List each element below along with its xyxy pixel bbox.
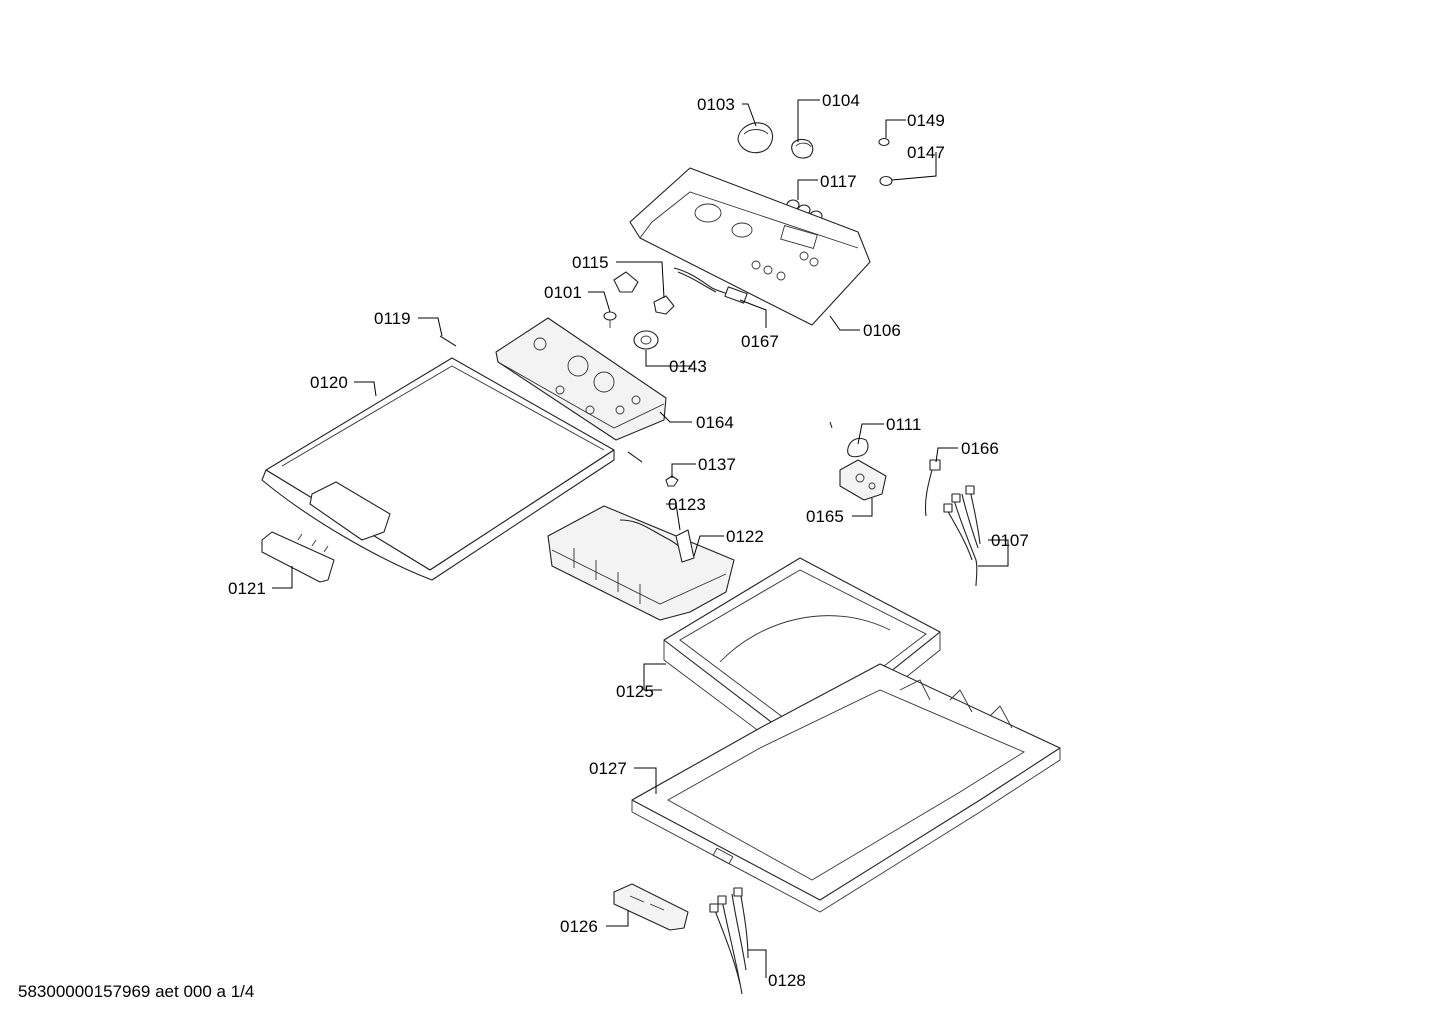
- control-panel-fascia-0106-drawing: [629, 167, 871, 326]
- part-label-0106: 0106: [863, 321, 901, 340]
- part-label-0119: 0119: [374, 309, 411, 328]
- top-frame-0127-drawing: [631, 663, 1061, 913]
- part-label-0147: 0147: [907, 143, 945, 162]
- small-clip-0137-drawing: [665, 475, 679, 487]
- wiring-harness-0107-drawing: [943, 485, 981, 587]
- part-label-0164: 0164: [696, 413, 734, 432]
- part-label-0165: 0165: [806, 507, 844, 526]
- knob-0104-drawing: [791, 138, 814, 159]
- cable-harness-0167-drawing: [673, 267, 748, 304]
- connector-block-0126-drawing: [613, 883, 689, 931]
- part-label-0166: 0166: [961, 439, 999, 458]
- knob-0103-drawing: [737, 122, 773, 154]
- part-label-0121: 0121: [228, 579, 266, 598]
- part-label-0101: 0101: [544, 283, 582, 302]
- button-cap-0149-drawing: [878, 137, 890, 147]
- wiring-harness-0128-drawing: [709, 887, 749, 995]
- part-label-0127: 0127: [589, 759, 627, 778]
- control-module-0164-drawing: [495, 317, 667, 441]
- part-label-0122: 0122: [726, 527, 764, 546]
- part-label-0143: 0143: [669, 357, 707, 376]
- part-label-0115: 0115: [572, 253, 609, 272]
- part-label-0107: 0107: [991, 531, 1029, 550]
- part-label-0125: 0125: [616, 682, 654, 701]
- lock-cover-0111-drawing: [829, 421, 869, 458]
- document-id-text: 58300000157969 aet 000 a 1/4: [18, 982, 255, 1001]
- rotary-switch-0143-drawing: [633, 330, 659, 350]
- door-lock-0165-drawing: [839, 459, 887, 501]
- lid-0120-drawing: [261, 357, 615, 581]
- part-label-0167: 0167: [741, 332, 779, 351]
- screw-0101-drawing: [603, 311, 617, 328]
- part-label-0103: 0103: [697, 95, 735, 114]
- part-label-0120: 0120: [310, 373, 348, 392]
- part-label-0117: 0117: [820, 172, 857, 191]
- hinge-pin-0119-drawing: [439, 335, 643, 463]
- tub-seal-ring-0125-drawing: [663, 557, 941, 763]
- leader-lines: [272, 99, 1009, 978]
- part-label-0111: 0111: [886, 415, 921, 434]
- part-label-0128: 0128: [768, 971, 806, 990]
- part-label-0104: 0104: [822, 91, 860, 110]
- part-label-0123: 0123: [668, 495, 706, 514]
- part-label-0126: 0126: [560, 917, 598, 936]
- part-labels: 0103 0104 0149 0147 0117 0115 0101 0119 …: [228, 91, 1029, 990]
- clip-0115-drawing: [613, 271, 675, 315]
- part-label-0137: 0137: [698, 455, 736, 474]
- part-label-0149: 0149: [907, 111, 945, 130]
- detergent-dispenser-0122-drawing: [547, 505, 735, 621]
- connector-0166-drawing: [924, 459, 941, 517]
- lid-handle-0121-drawing: [261, 531, 335, 583]
- button-cap-0147-drawing: [879, 175, 893, 187]
